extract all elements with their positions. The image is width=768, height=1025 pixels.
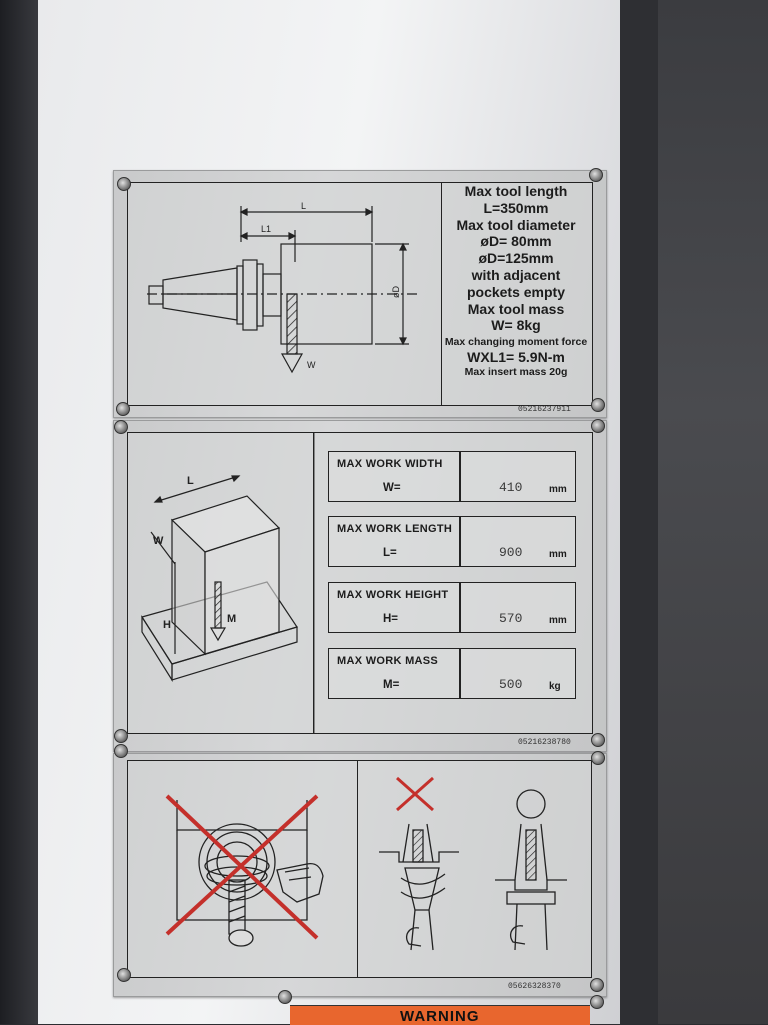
work-limit-unit: kg [549,681,561,692]
screw [591,733,605,747]
screw [117,968,131,982]
screw [590,995,604,1009]
correct-tool-insertion-icon [495,789,567,951]
max-tool-length-value: L=350mm [483,199,549,216]
work-limit-unit: mm [549,484,567,495]
work-limit-row-width: MAX WORK WIDTH W= 410 mm [328,451,576,502]
machine-edge-shadow [618,0,658,1024]
work-limit-row-height: MAX WORK HEIGHT H= 570 mm [328,582,576,633]
work-limit-row-mass: MAX WORK MASS M= 500 kg [328,648,576,699]
work-dim-h-label: H [163,619,171,631]
work-plate-part-number: 05216238780 [518,738,571,747]
screw [114,729,128,743]
tool-spec-list: Max tool length L=350mm Max tool diamete… [443,183,589,378]
screw [590,978,604,992]
no-hand-loading-pictogram [165,794,324,947]
adjacent-pockets-line-1: with adjacent [471,266,561,283]
work-limit-unit: mm [549,615,567,626]
work-limit-label: MAX WORK MASS [337,655,439,667]
prohibited-cross-icon [165,794,319,940]
screw [114,744,128,758]
work-limit-symbol: L= [383,547,397,559]
tool-dim-l1-label: L1 [261,224,271,234]
work-dim-m-label: M [227,613,236,625]
max-tool-length-label: Max tool length [464,183,568,199]
tool-diameter-value-1: øD= 80mm [480,233,552,250]
work-limit-label: MAX WORK LENGTH [337,523,453,535]
screw [591,419,605,433]
screw [589,168,603,182]
workpiece-diagram: L W H M [141,475,298,683]
screw [114,420,128,434]
tool-orientation-pictogram [379,776,567,951]
tool-diameter-value-2: øD=125mm [478,250,554,267]
work-limit-label: MAX WORK WIDTH [337,458,443,470]
tool-dim-l-label: L [301,201,306,211]
screw [116,402,130,416]
row-divider [459,517,461,566]
work-dim-l-label: L [187,475,194,487]
screw [117,177,131,191]
work-limit-unit: mm [549,549,567,560]
tool-spec-text-panel [441,182,593,406]
work-limit-row-length: MAX WORK LENGTH L= 900 mm [328,516,576,567]
work-limit-symbol: W= [383,482,401,494]
work-dim-w-label: W [153,535,164,547]
adjacent-pockets-line-2: pockets empty [466,283,566,300]
tool-orientation-panel [357,760,592,978]
work-limit-value: 500 [499,677,523,692]
wrong-orientation-cross-icon [396,776,434,812]
work-limit-value: 410 [499,480,523,495]
tool-dim-d-label: øD [391,286,401,298]
caution-plate-part-number: 05626328370 [508,982,561,991]
row-divider [459,583,461,632]
screw [591,398,605,412]
row-divider [459,452,461,501]
work-limit-symbol: M= [383,679,400,691]
screw [591,751,605,765]
screw [278,990,292,1004]
max-insert-mass: Max insert mass 20g [464,365,568,378]
work-limit-value: 570 [499,611,523,626]
warning-label: WARNING [290,1005,590,1025]
moment-force-value: WXL1= 5.9N-m [467,348,565,365]
warning-label-text: WARNING [400,1008,480,1025]
moment-force-label: Max changing moment force [444,336,588,349]
work-limit-label: MAX WORK HEIGHT [337,589,449,601]
tool-holder-diagram: L L1 øD W [147,201,417,374]
tool-dim-w-label: W [307,360,316,370]
max-tool-mass-label: Max tool mass [467,300,565,317]
max-tool-mass-value: W= 8kg [491,317,541,334]
wrong-tool-insertion-icon [379,823,459,951]
max-tool-diameter-label: Max tool diameter [456,216,576,233]
row-divider [459,649,461,698]
tool-plate-part-number: 05216237911 [518,405,571,414]
work-limit-symbol: H= [383,613,399,625]
work-limit-value: 900 [499,545,523,560]
dark-background-left [0,0,40,1024]
